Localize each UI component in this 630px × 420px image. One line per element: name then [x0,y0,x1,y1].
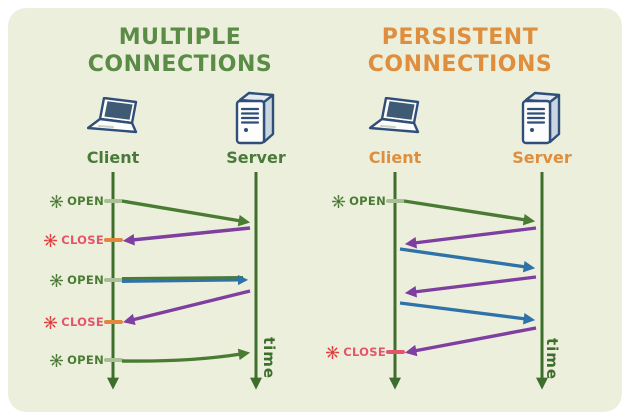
right-server-label: Server [512,148,572,167]
open-request-arrow [121,348,251,363]
sun-icon [44,315,58,329]
response-close-arrow [122,226,251,246]
right-title-line2: CONNECTIONS [367,52,553,77]
close-label-text: CLOSE [343,345,386,359]
request-arrow [121,274,249,286]
close-label-text: CLOSE [61,315,104,329]
open-request-arrow [121,276,244,280]
left-client-label: Client [86,148,140,167]
open-event-label: OPEN [30,272,104,288]
close-event-label: CLOSE [30,232,104,248]
close-event-label: CLOSE [30,314,104,330]
panel-background [8,8,622,412]
laptop-icon [87,97,138,134]
sun-icon [50,353,64,367]
response-close-arrow [404,326,537,357]
left-panel-title: MULTIPLE CONNECTIONS [55,24,305,78]
open-event-label: OPEN [312,193,386,209]
close-event-label: CLOSE [312,344,386,360]
open-label-text: OPEN [349,194,386,208]
open-label-text: OPEN [67,273,104,287]
right-client-label: Client [368,148,422,167]
right-title-line1: PERSISTENT [381,25,539,50]
sun-icon [44,233,58,247]
left-title-line2: CONNECTIONS [87,52,273,77]
open-label-text: OPEN [67,194,104,208]
left-title-line1: MULTIPLE [118,25,242,50]
open-label-text: OPEN [67,353,104,367]
response-arrow [404,275,537,298]
server-icon [235,91,275,145]
open-event-label: OPEN [30,193,104,209]
sun-icon [50,194,64,208]
open-request-arrow [403,199,536,226]
sun-icon [332,194,346,208]
response-close-arrow [123,289,251,326]
open-request-arrow [121,199,251,227]
right-panel-title: PERSISTENT CONNECTIONS [335,24,585,78]
request-arrow [399,247,536,273]
response-arrow [404,226,537,249]
right-time-label: time [543,337,561,381]
server-icon [521,91,561,145]
sun-icon [50,273,64,287]
open-event-label: OPEN [30,352,104,368]
laptop-icon [369,97,420,134]
left-server-label: Server [226,148,286,167]
sun-icon [326,345,340,359]
left-time-label: time [260,336,278,380]
request-arrow [399,301,536,325]
close-label-text: CLOSE [61,233,104,247]
